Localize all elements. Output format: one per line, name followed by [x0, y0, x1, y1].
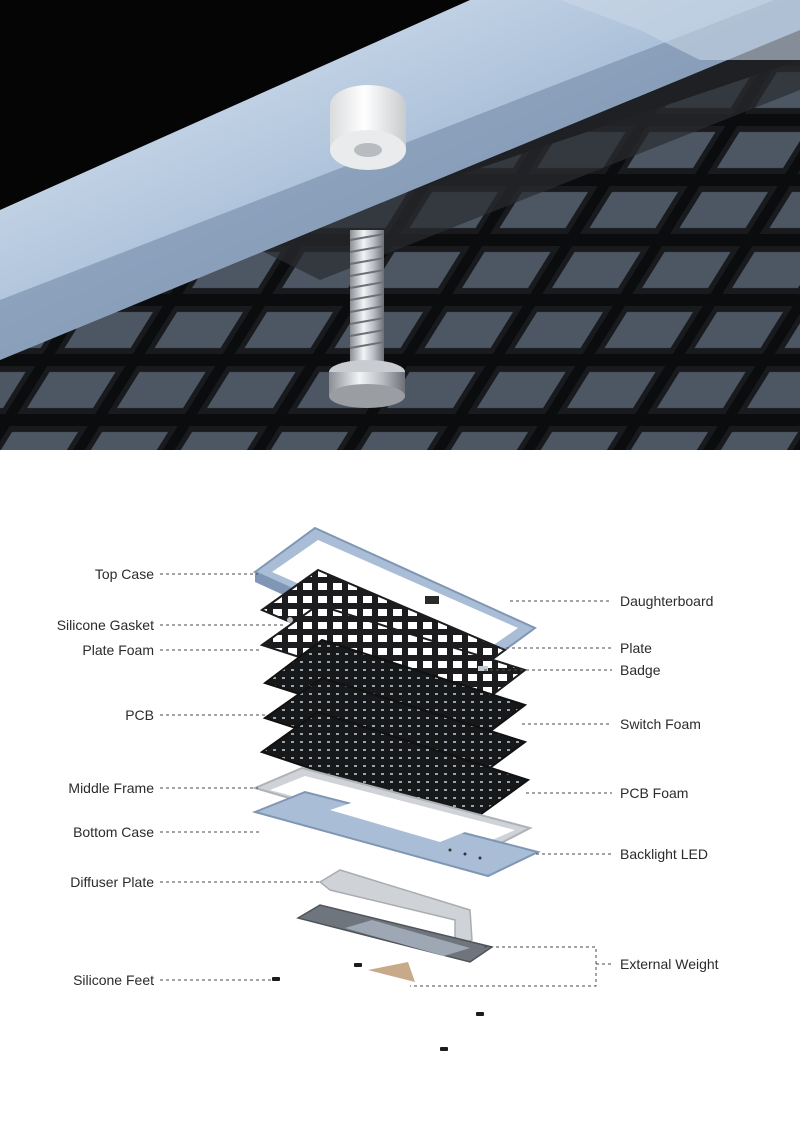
leader-external-weight-bracket: [410, 946, 597, 987]
external-weight-part: [296, 904, 494, 982]
label-plate: Plate: [620, 640, 652, 656]
label-silicone-feet: Silicone Feet: [73, 972, 154, 988]
hero-render: [0, 0, 800, 450]
label-plate-foam: Plate Foam: [82, 642, 154, 658]
label-middle-frame: Middle Frame: [68, 780, 154, 796]
daughterboard-part: [425, 596, 439, 604]
label-pcb: PCB: [125, 707, 154, 723]
label-diffuser-plate: Diffuser Plate: [70, 874, 154, 890]
silicone-feet-part: [272, 963, 484, 1051]
bottom-case-part: [251, 790, 541, 878]
label-external-weight: External Weight: [620, 956, 719, 972]
label-bottom-case: Bottom Case: [73, 824, 154, 840]
exploded-view-diagram: Top Case Silicone Gasket Plate Foam PCB …: [0, 450, 800, 1128]
label-pcb-foam: PCB Foam: [620, 785, 689, 801]
label-silicone-gasket: Silicone Gasket: [56, 617, 154, 633]
left-leader-lines: [160, 573, 322, 981]
badge-part: [478, 666, 488, 671]
label-badge: Badge: [620, 662, 661, 678]
label-top-case: Top Case: [94, 566, 154, 582]
backlight-led-part: [448, 848, 482, 860]
label-daughterboard: Daughterboard: [620, 593, 714, 609]
right-leader-lines: [410, 600, 612, 987]
exploded-view-art: [160, 526, 612, 1051]
hero-render-art: [0, 0, 800, 450]
label-backlight-led: Backlight LED: [620, 846, 708, 862]
label-switch-foam: Switch Foam: [620, 716, 701, 732]
